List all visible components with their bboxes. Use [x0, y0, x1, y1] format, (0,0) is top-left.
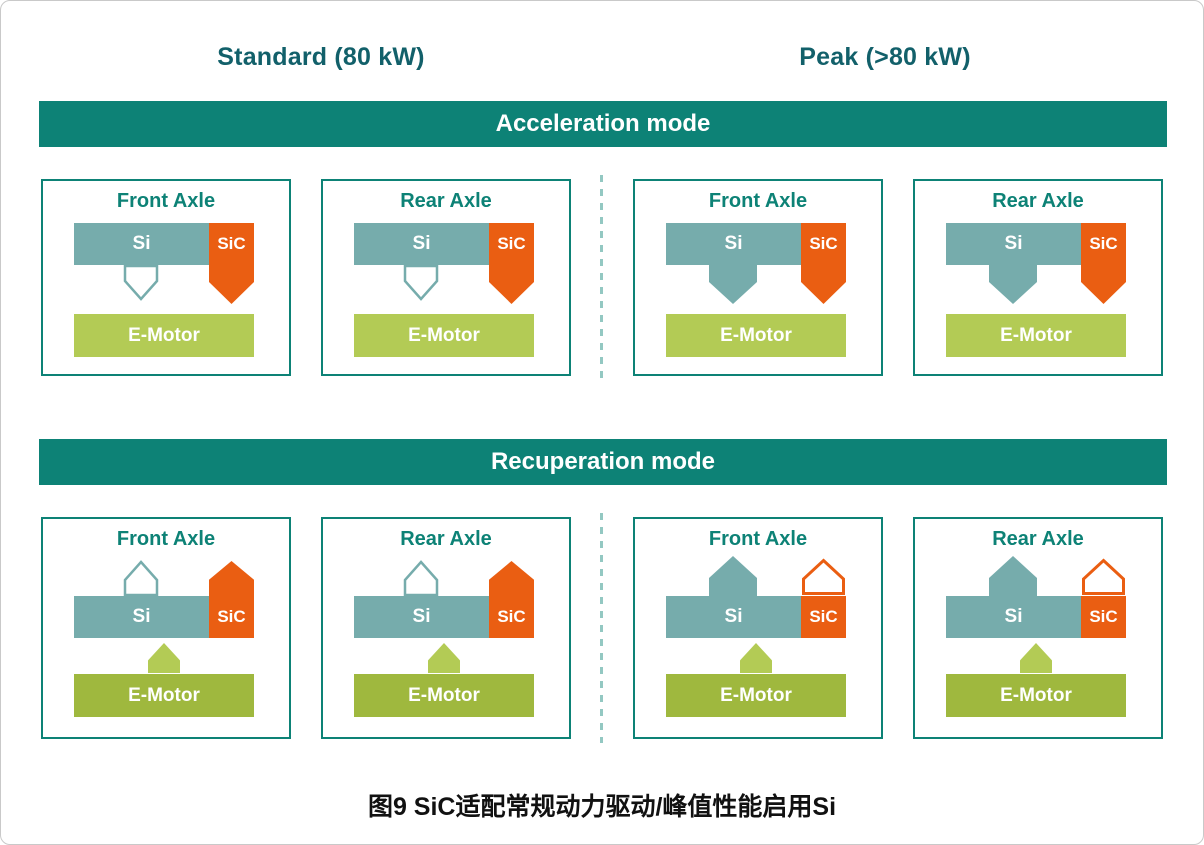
recuperation-mode-banner: Recuperation mode — [39, 439, 1167, 485]
si-inverter-bar: Si SiC — [946, 223, 1126, 265]
panel-accel-standard-front: Front Axle Si SiC E-Motor — [41, 179, 291, 376]
sic-label: SiC — [1089, 607, 1118, 626]
sic-block: SiC — [489, 223, 534, 265]
sic-inactive-up-arrow-icon — [1082, 558, 1125, 595]
si-inactive-up-arrow-icon — [123, 560, 159, 596]
emotor-label: E-Motor — [720, 685, 792, 706]
si-inverter-bar: Si SiC — [666, 223, 846, 265]
axle-title: Rear Axle — [992, 190, 1084, 212]
emotor-bar: E-Motor — [946, 314, 1126, 357]
dashed-separator-recuperation — [600, 513, 603, 743]
sic-inactive-up-arrow-icon — [802, 558, 845, 595]
emotor-bar: E-Motor — [354, 674, 534, 717]
si-label: Si — [412, 606, 431, 627]
motor-up-arrow-icon — [428, 643, 460, 673]
emotor-label: E-Motor — [408, 325, 480, 346]
emotor-bar: E-Motor — [354, 314, 534, 357]
figure-caption: 图9 SiC适配常规动力驱动/峰值性能启用Si — [367, 793, 837, 821]
si-inverter-bar: Si SiC — [74, 223, 254, 265]
sic-active-down-arrow-icon — [209, 264, 254, 304]
sic-block: SiC — [1081, 596, 1126, 638]
emotor-label: E-Motor — [1000, 685, 1072, 706]
axle-title: Front Axle — [708, 528, 808, 550]
sic-label: SiC — [497, 607, 526, 626]
sic-active-down-arrow-icon — [1081, 264, 1126, 304]
panel-recup-standard-front: Front Axle Si SiC E-Motor — [41, 517, 291, 739]
panel-recup-peak-rear: Rear Axle Si SiC E-Motor — [913, 517, 1163, 739]
emotor-label: E-Motor — [720, 325, 792, 346]
sic-label: SiC — [497, 234, 526, 253]
si-label: Si — [132, 233, 151, 254]
axle-title: Rear Axle — [400, 190, 492, 212]
motor-up-arrow-icon — [1020, 643, 1052, 673]
panel-recup-standard-rear: Rear Axle Si SiC E-Motor — [321, 517, 571, 739]
sic-block: SiC — [209, 223, 254, 265]
sic-label: SiC — [217, 607, 246, 626]
acceleration-mode-banner: Acceleration mode — [39, 101, 1167, 147]
axle-title: Rear Axle — [992, 528, 1084, 550]
sic-label: SiC — [1089, 234, 1118, 253]
sic-block: SiC — [801, 596, 846, 638]
si-inverter-bar: Si SiC — [354, 596, 534, 638]
panel-accel-peak-rear: Rear Axle Si SiC E-Motor — [913, 179, 1163, 376]
emotor-label: E-Motor — [408, 685, 480, 706]
dashed-separator-acceleration — [600, 175, 603, 379]
si-active-up-arrow-icon — [989, 556, 1037, 596]
si-active-up-arrow-icon — [709, 556, 757, 596]
si-label: Si — [412, 233, 431, 254]
panel-accel-peak-front: Front Axle Si SiC E-Motor — [633, 179, 883, 376]
sic-active-down-arrow-icon — [801, 264, 846, 304]
axle-title: Rear Axle — [400, 528, 492, 550]
sic-block: SiC — [1081, 223, 1126, 265]
emotor-label: E-Motor — [1000, 325, 1072, 346]
column-header-standard: Standard (80 kW) — [217, 43, 425, 71]
emotor-label: E-Motor — [128, 685, 200, 706]
si-active-down-arrow-icon — [989, 264, 1037, 304]
sic-active-up-arrow-icon — [489, 561, 534, 597]
sic-label: SiC — [217, 234, 246, 253]
si-inverter-bar: Si SiC — [666, 596, 846, 638]
si-inactive-down-arrow-icon — [403, 265, 439, 301]
axle-title: Front Axle — [116, 190, 216, 212]
column-header-peak: Peak (>80 kW) — [799, 43, 971, 71]
si-label: Si — [1004, 233, 1023, 254]
sic-active-up-arrow-icon — [209, 561, 254, 597]
sic-block: SiC — [209, 596, 254, 638]
si-label: Si — [724, 606, 743, 627]
si-inactive-up-arrow-icon — [403, 560, 439, 596]
panel-recup-peak-front: Front Axle Si SiC E-Motor — [633, 517, 883, 739]
emotor-bar: E-Motor — [74, 674, 254, 717]
si-inverter-bar: Si SiC — [74, 596, 254, 638]
emotor-label: E-Motor — [128, 325, 200, 346]
motor-up-arrow-icon — [148, 643, 180, 673]
sic-active-down-arrow-icon — [489, 264, 534, 304]
axle-title: Front Axle — [708, 190, 808, 212]
emotor-bar: E-Motor — [74, 314, 254, 357]
si-inverter-bar: Si SiC — [354, 223, 534, 265]
si-label: Si — [1004, 606, 1023, 627]
emotor-bar: E-Motor — [666, 314, 846, 357]
si-label: Si — [132, 606, 151, 627]
emotor-bar: E-Motor — [666, 674, 846, 717]
sic-block: SiC — [489, 596, 534, 638]
si-active-down-arrow-icon — [709, 264, 757, 304]
emotor-bar: E-Motor — [946, 674, 1126, 717]
panel-accel-standard-rear: Rear Axle Si SiC E-Motor — [321, 179, 571, 376]
si-label: Si — [724, 233, 743, 254]
sic-label: SiC — [809, 234, 838, 253]
sic-block: SiC — [801, 223, 846, 265]
sic-label: SiC — [809, 607, 838, 626]
si-inverter-bar: Si SiC — [946, 596, 1126, 638]
si-inactive-down-arrow-icon — [123, 265, 159, 301]
motor-up-arrow-icon — [740, 643, 772, 673]
axle-title: Front Axle — [116, 528, 216, 550]
